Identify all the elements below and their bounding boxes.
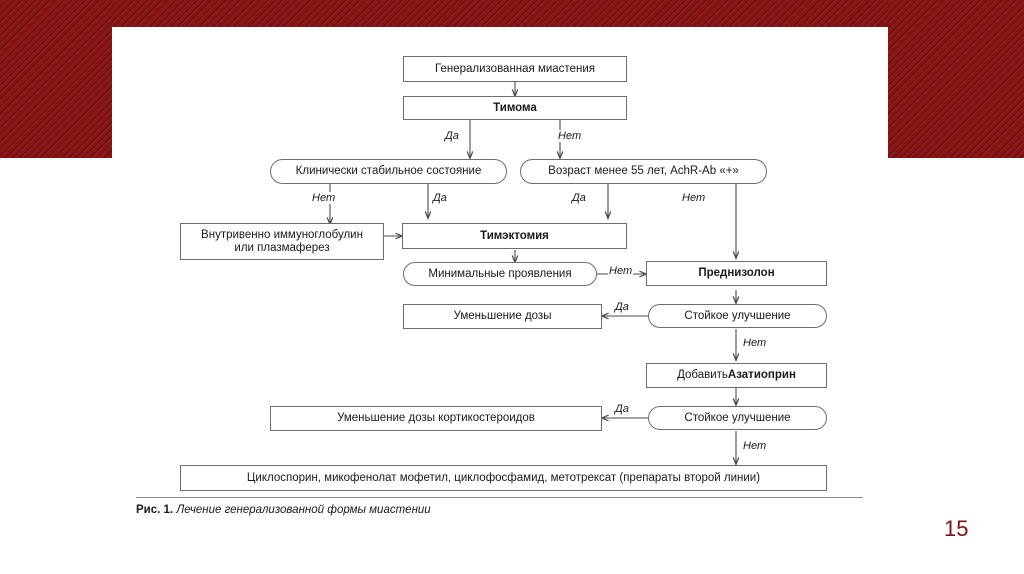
figure-caption-text: Лечение генерализованной формы миастении	[173, 504, 431, 516]
page-number: 15	[944, 516, 969, 541]
node-add-azathioprine-drug: Азатиоприн	[727, 369, 796, 381]
edge-label-stable-yes: Да	[432, 192, 448, 204]
node-generalized-myasthenia[interactable]: Генерализованная миастения	[403, 56, 627, 82]
node-ivig-line1: Внутривенно иммуноглобулин	[201, 228, 363, 241]
caption-divider	[136, 497, 863, 498]
edge-label-improvement1-yes: Да	[614, 301, 630, 313]
edge-label-improvement2-no: Нет	[742, 440, 768, 452]
node-ivig-line2: или плазмаферез	[234, 241, 330, 254]
edge-label-improvement2-yes: Да	[614, 403, 630, 415]
figure-caption: Рис. 1. Лечение генерализованной формы м…	[136, 504, 431, 516]
edge-label-thymoma-no: Нет	[557, 130, 583, 142]
edge-label-stable-no: Нет	[311, 192, 337, 204]
node-age-under-55-achr-ab[interactable]: Возраст менее 55 лет, AchR-Ab «+»	[520, 159, 767, 184]
edge-label-thymoma-yes: Да	[444, 130, 460, 142]
edge-label-improvement1-no: Нет	[742, 337, 768, 349]
node-corticosteroid-dose-reduction[interactable]: Уменьшение дозы кортикостероидов	[270, 406, 602, 431]
node-clinically-stable[interactable]: Клинически стабильное состояние	[270, 159, 507, 184]
edge-label-age-yes: Да	[571, 192, 587, 204]
node-add-azathioprine-prefix: Добавить	[677, 369, 728, 381]
node-prednisolone[interactable]: Преднизолон	[646, 261, 827, 286]
node-ivig-or-plasmapheresis[interactable]: Внутривенно иммуноглобулин или плазмафер…	[180, 223, 384, 260]
node-sustained-improvement-2[interactable]: Стойкое улучшение	[648, 406, 827, 430]
node-thymectomy[interactable]: Тимэктомия	[402, 223, 627, 249]
figure-caption-label: Рис. 1.	[136, 504, 174, 516]
edge-label-age-no: Нет	[681, 192, 707, 204]
node-add-azathioprine[interactable]: Добавить Азатиоприн	[646, 363, 827, 388]
node-dose-reduction[interactable]: Уменьшение дозы	[403, 304, 602, 329]
node-second-line-drugs[interactable]: Циклоспорин, микофенолат мофетил, циклоф…	[180, 465, 827, 491]
node-sustained-improvement-1[interactable]: Стойкое улучшение	[648, 304, 827, 328]
node-thymoma[interactable]: Тимома	[403, 96, 627, 120]
node-minimal-manifestations[interactable]: Минимальные проявления	[403, 262, 597, 286]
edge-label-minimal-no: Нет	[608, 265, 634, 277]
